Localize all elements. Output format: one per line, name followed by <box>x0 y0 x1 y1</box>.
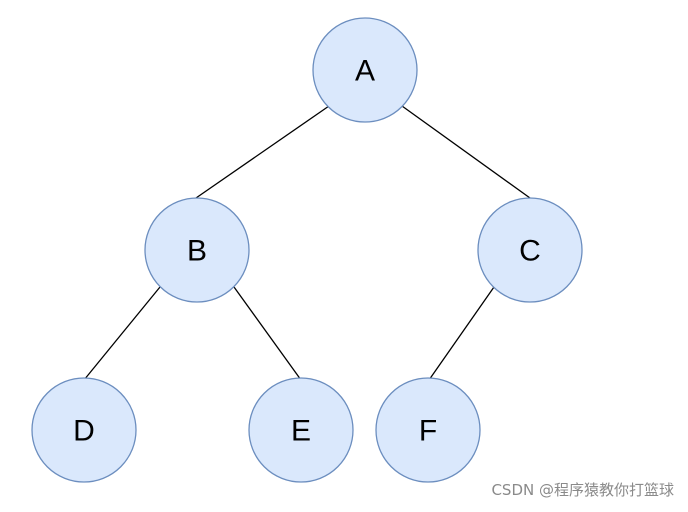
node-a-circle <box>312 17 418 123</box>
node-f-circle <box>375 377 481 483</box>
node-c: C <box>477 197 583 303</box>
node-f: F <box>375 377 481 483</box>
edge-a-b <box>195 105 330 199</box>
watermark-text: CSDN @程序猿教你打篮球 <box>491 481 674 499</box>
node-c-label: C <box>519 235 541 268</box>
node-e-label: E <box>291 415 311 448</box>
node-b: B <box>144 197 250 303</box>
edge-c-f <box>428 286 495 381</box>
node-a: A <box>312 17 418 123</box>
node-b-label: B <box>187 235 207 268</box>
node-d: D <box>31 377 137 483</box>
node-c-circle <box>477 197 583 303</box>
node-d-label: D <box>73 415 95 448</box>
node-e: E <box>248 377 354 483</box>
edge-b-d <box>83 286 161 381</box>
node-a-label: A <box>355 55 375 88</box>
edge-a-c <box>401 105 531 199</box>
node-e-circle <box>248 377 354 483</box>
node-b-circle <box>144 197 250 303</box>
node-d-circle <box>31 377 137 483</box>
edge-b-e <box>233 286 302 381</box>
node-f-label: F <box>419 415 437 448</box>
